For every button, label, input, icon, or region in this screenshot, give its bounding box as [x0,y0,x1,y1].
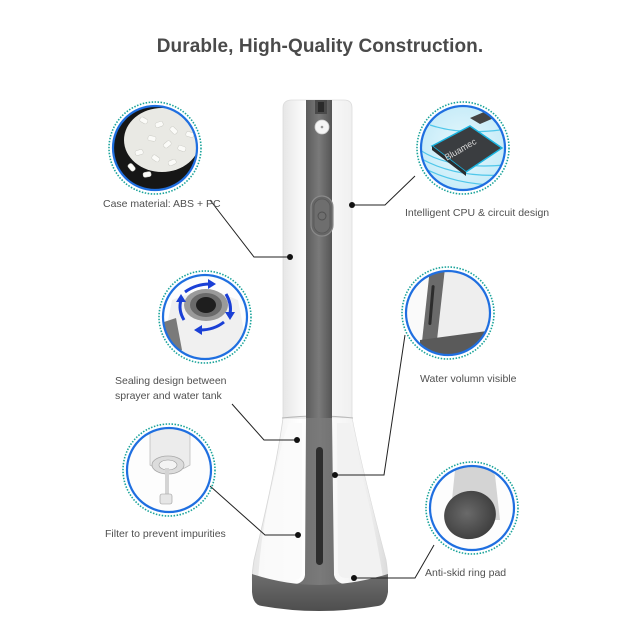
label-anti-skid: Anti-skid ring pad [425,567,507,579]
callout-case-material [108,101,202,195]
water-window-icon [406,271,490,355]
rubber-pad-icon [430,466,514,550]
callout-filter [122,423,216,517]
filter-icon [127,428,211,512]
label-water-window: Water volumn visible [420,373,517,385]
label-sealing-line1: Sealing design between [115,375,227,387]
label-sealing-line2: sprayer and water tank [115,390,222,402]
sprayer-device [251,99,388,611]
callout-anti-skid [425,461,519,555]
callout-cpu: Bluamec [416,101,510,195]
label-cpu-circuit: Intelligent CPU & circuit design [405,207,550,219]
label-filter: Filter to prevent impurities [105,528,226,540]
leader-lines [209,175,435,579]
page-title: Durable, High-Quality Construction. [156,36,484,57]
label-case-material: Case material: ABS + PC [103,198,221,210]
pellets-image-icon [113,106,197,190]
cpu-chip-icon: Bluamec [421,106,505,190]
callout-sealing [158,270,252,364]
leader-dots [287,202,357,581]
callout-water-window [401,266,495,360]
